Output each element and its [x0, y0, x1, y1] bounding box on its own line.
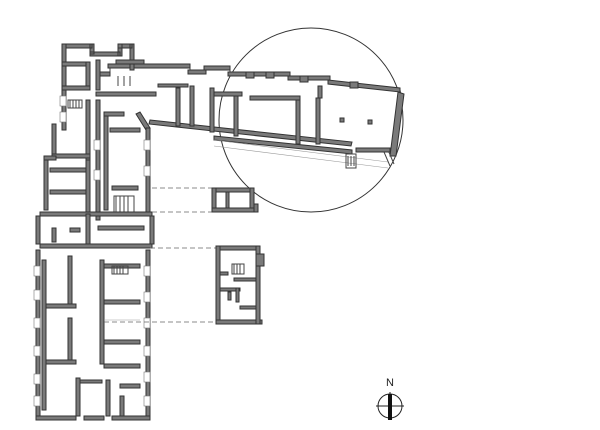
north-label: N [386, 377, 394, 389]
cross-band [35, 211, 155, 249]
northwest-block [51, 43, 157, 161]
north-compass: N [376, 377, 404, 420]
south-wing [33, 249, 151, 421]
middle-wing [43, 99, 151, 221]
north-wing [95, 63, 405, 169]
detached-plan-large [215, 245, 265, 325]
detached-plan-small [211, 187, 259, 213]
highlight-circle [218, 27, 404, 213]
reference-lines [104, 187, 216, 323]
